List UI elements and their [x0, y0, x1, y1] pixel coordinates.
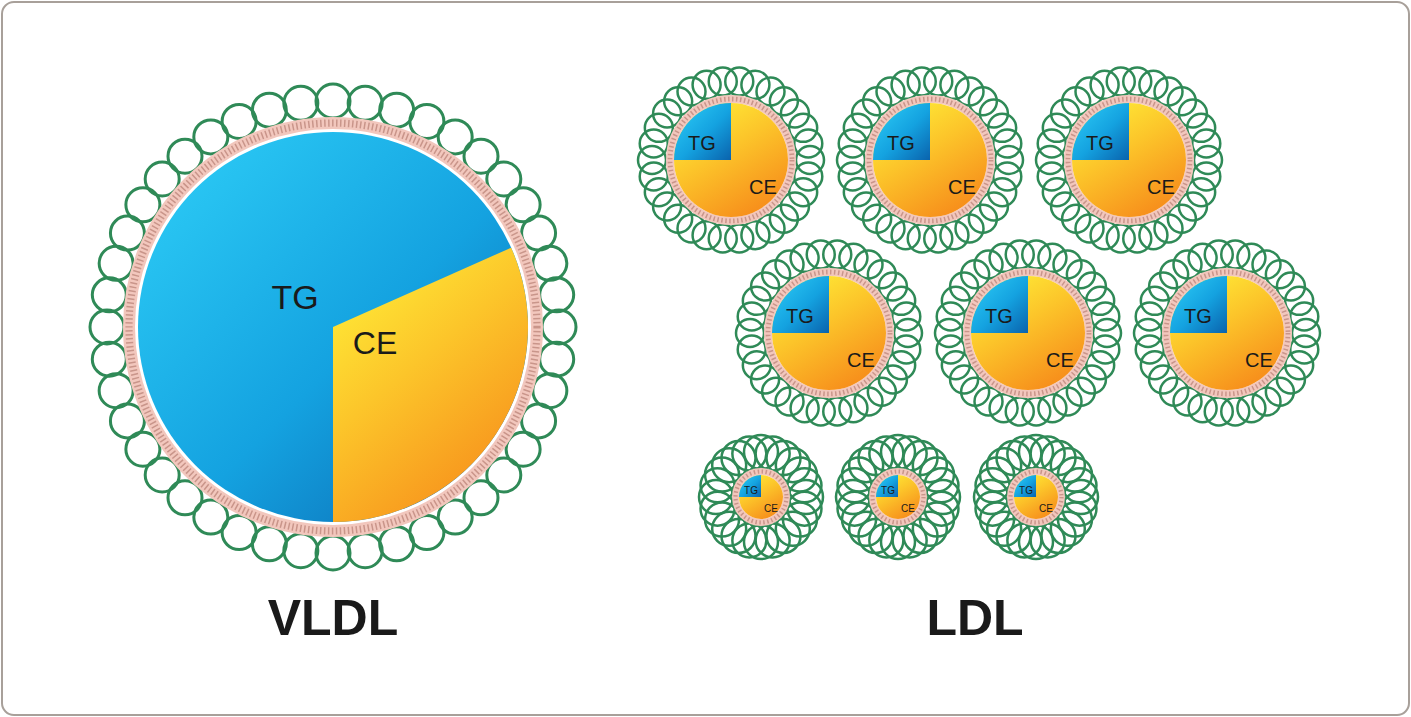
tg-wedge	[772, 276, 829, 333]
membrane	[129, 123, 537, 531]
core	[674, 103, 788, 217]
core	[739, 475, 783, 519]
lipid-label: TG	[688, 133, 716, 153]
core	[1072, 103, 1186, 217]
protein-loops	[836, 435, 960, 559]
particle-outline	[971, 432, 1101, 562]
lipid-label: TG	[1086, 133, 1114, 153]
protein-loops	[736, 240, 922, 425]
core	[772, 276, 886, 390]
lipoprotein-particle: TG CE	[835, 65, 1025, 255]
lipid-label: CE	[1046, 350, 1074, 370]
ce-wedge	[333, 248, 528, 522]
particle-outline	[933, 238, 1123, 428]
lipid-label: CE	[749, 177, 777, 197]
lipid-label: CE	[847, 350, 875, 370]
tg-wedge	[1014, 475, 1036, 497]
lipid-label: TG	[881, 486, 895, 496]
particle-outline	[696, 432, 826, 562]
membrane	[873, 472, 924, 523]
particle-outline	[1132, 238, 1322, 428]
core	[873, 103, 987, 217]
particle-outline	[1034, 65, 1224, 255]
lipid-label: CE	[764, 504, 778, 514]
protein-loops	[974, 435, 1098, 559]
lipid-label: CE	[1245, 350, 1273, 370]
lipid-label: TG	[271, 280, 318, 314]
membrane-beads	[129, 123, 537, 531]
membrane-beads	[768, 272, 890, 394]
membrane	[1068, 99, 1190, 221]
protein-loops	[90, 84, 576, 570]
particle-outline	[835, 65, 1025, 255]
membrane	[869, 99, 991, 221]
lipoprotein-particle: TG CE	[933, 238, 1123, 428]
lipid-label: CE	[353, 327, 397, 359]
tg-wedge	[873, 103, 930, 160]
membrane	[768, 272, 890, 394]
lipid-label: TG	[985, 306, 1013, 326]
lipoprotein-particle: TG CE	[833, 432, 963, 562]
protein-loops	[1036, 67, 1222, 252]
core	[1170, 276, 1284, 390]
lipid-label: TG	[1019, 486, 1033, 496]
membrane-beads	[1011, 472, 1062, 523]
membrane	[736, 472, 787, 523]
membrane-beads	[1068, 99, 1190, 221]
tg-wedge	[876, 475, 898, 497]
group-label: VLDL	[268, 593, 399, 643]
membrane-beads	[869, 99, 991, 221]
membrane-beads	[670, 99, 792, 221]
lipoprotein-particle: TG CE	[734, 238, 924, 428]
core	[971, 276, 1085, 390]
protein-loops	[837, 67, 1023, 252]
lipid-label: TG	[1184, 306, 1212, 326]
membrane-beads	[736, 472, 787, 523]
membrane	[967, 272, 1089, 394]
particle-outline	[636, 65, 826, 255]
core	[1014, 475, 1058, 519]
lipid-label: TG	[887, 133, 915, 153]
membrane	[1166, 272, 1288, 394]
tg-wedge	[674, 103, 731, 160]
tg-wedge	[1170, 276, 1227, 333]
lipid-label: TG	[786, 306, 814, 326]
core	[138, 132, 528, 522]
lipid-label: CE	[1147, 177, 1175, 197]
tg-wedge	[739, 475, 761, 497]
tg-wedge	[1072, 103, 1129, 160]
protein-loops	[935, 240, 1121, 425]
core	[876, 475, 920, 519]
lipoprotein-particle: TG CE	[696, 432, 826, 562]
lipid-label: CE	[948, 177, 976, 197]
lipoprotein-particle: TG CE	[1034, 65, 1224, 255]
lipoprotein-particle: TG CE	[971, 432, 1101, 562]
membrane-beads	[1166, 272, 1288, 394]
lipoprotein-particle: TG CE	[1132, 238, 1322, 428]
lipid-label: CE	[1039, 504, 1053, 514]
lipid-label: CE	[901, 504, 915, 514]
lipoprotein-particle: TG CE	[88, 82, 578, 572]
particle-outline	[833, 432, 963, 562]
tg-wedge	[971, 276, 1028, 333]
membrane	[1011, 472, 1062, 523]
protein-loops	[699, 435, 823, 559]
particle-outline	[88, 82, 578, 572]
lipoprotein-particle: TG CE	[636, 65, 826, 255]
membrane-beads	[873, 472, 924, 523]
lipid-label: TG	[744, 486, 758, 496]
group-label: LDL	[926, 593, 1023, 643]
membrane-beads	[967, 272, 1089, 394]
protein-loops	[1134, 240, 1320, 425]
membrane	[670, 99, 792, 221]
particle-outline	[734, 238, 924, 428]
protein-loops	[638, 67, 824, 252]
